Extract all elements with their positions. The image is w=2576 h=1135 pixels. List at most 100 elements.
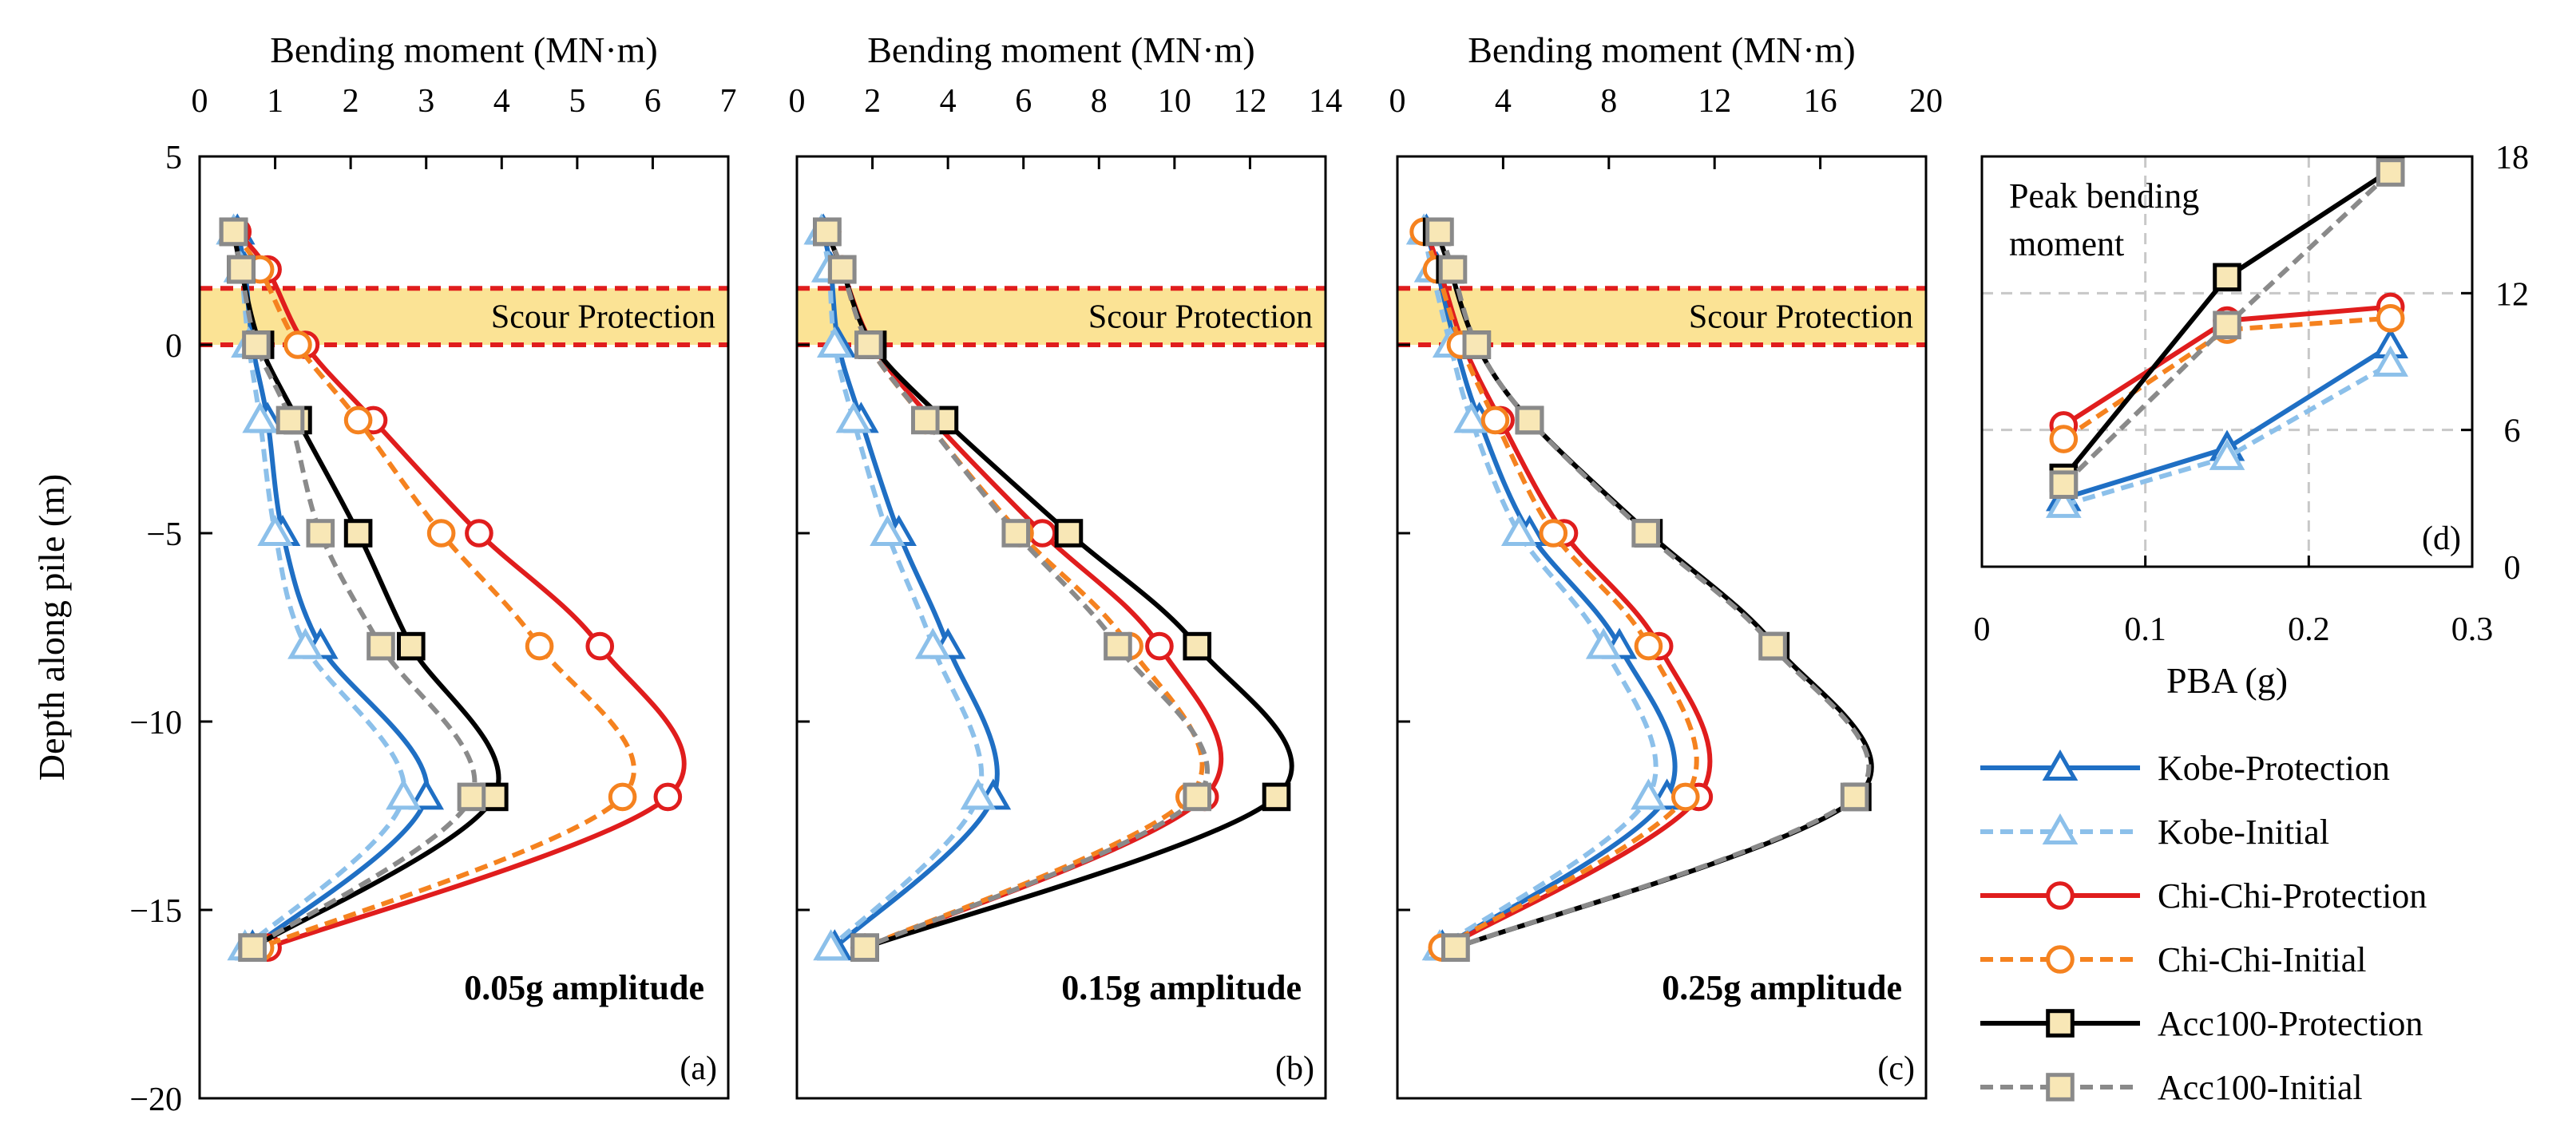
x-tick-label: 6 [1015, 83, 1032, 120]
scour-protection-label: Scour Protection [491, 299, 715, 336]
amplitude-label: 0.25g amplitude [1662, 968, 1902, 1007]
data-point [426, 519, 456, 548]
x-tick-label: 12 [1233, 83, 1266, 120]
y-tick-label: 0 [165, 328, 182, 365]
plot-frame [1396, 155, 1928, 1100]
legend-entry-acc100-protection: Acc100-Protection [1980, 1004, 2423, 1043]
legend-label: Kobe-Initial [2158, 813, 2329, 852]
legend-marker [2042, 813, 2079, 844]
legend-label: Kobe-Protection [2158, 749, 2390, 788]
data-point [525, 631, 554, 661]
x-axis-title: Bending moment (MN·m) [867, 30, 1255, 70]
data-point [227, 255, 256, 284]
data-point [910, 405, 940, 435]
data-point [1145, 631, 1174, 661]
data-point [2209, 438, 2245, 470]
data-point [960, 778, 997, 810]
legend-entry-kobe-initial: Kobe-Initial [1980, 813, 2329, 852]
data-point [275, 405, 305, 435]
series-line-chi-chi-initial [1421, 231, 1699, 950]
data-point [2049, 425, 2079, 453]
data-point [397, 631, 426, 661]
data-point [343, 405, 373, 435]
legend-marker [2042, 749, 2079, 781]
panel-label: (d) [2422, 520, 2461, 557]
x-tick-label: 14 [1309, 83, 1342, 120]
legend: Kobe-ProtectionKobe-InitialChi-Chi-Prote… [1980, 749, 2427, 1107]
data-point [242, 330, 271, 359]
data-point [2049, 470, 2079, 500]
x-tick-label: 0 [1389, 83, 1406, 120]
panel-title-line-2: moment [2009, 224, 2124, 263]
data-point [850, 933, 879, 963]
data-point [219, 217, 248, 247]
x-tick-label: 4 [493, 83, 510, 120]
data-point [2372, 345, 2408, 377]
series-line-acc100-initial [825, 231, 1210, 950]
legend-entry-acc100-initial: Acc100-Initial [1980, 1068, 2363, 1107]
x-tick-label: 6 [644, 83, 661, 120]
data-point [386, 778, 422, 810]
data-point [1104, 631, 1132, 661]
data-point [238, 933, 267, 963]
series-acc100-initial [219, 217, 486, 963]
data-point [2046, 486, 2082, 518]
data-point [813, 217, 842, 247]
data-point [1758, 631, 1787, 661]
data-point [367, 631, 395, 661]
legend-label: Acc100-Initial [2158, 1068, 2363, 1107]
legend-marker [2046, 945, 2075, 974]
legend-marker [2046, 1009, 2075, 1038]
panel-label: (c) [1877, 1050, 1915, 1087]
y-tick-label: 0 [2504, 550, 2521, 587]
legend-label: Chi-Chi-Protection [2158, 876, 2427, 916]
x-axis-title: Bending moment (MN·m) [1468, 30, 1856, 70]
legend-marker [2046, 881, 2075, 910]
series-acc100-initial [1425, 217, 1872, 963]
data-point [287, 627, 323, 659]
legend-entry-chi-chi-initial: Chi-Chi-Initial [1980, 940, 2367, 979]
data-point [408, 778, 445, 810]
x-tick-label: 0.1 [2124, 611, 2166, 648]
data-point [1183, 782, 1212, 812]
y-tick-label: −10 [129, 705, 182, 742]
data-point [1054, 519, 1084, 548]
y-tick-label: 5 [165, 140, 182, 176]
x-tick-label: 8 [1600, 83, 1617, 120]
data-point [1480, 405, 1510, 435]
data-point [2213, 310, 2241, 340]
series-line-chi-chi-protection [235, 230, 687, 951]
data-point [1500, 514, 1537, 546]
data-point [870, 514, 906, 546]
x-tick-label: 7 [720, 83, 737, 120]
x-tick-label: 12 [1698, 83, 1731, 120]
legend-label: Chi-Chi-Initial [2158, 940, 2367, 979]
data-point [1441, 933, 1470, 963]
data-point [1262, 782, 1291, 812]
legend-entry-chi-chi-protection: Chi-Chi-Protection [1980, 876, 2427, 916]
data-point [1585, 627, 1622, 659]
y-tick-label: 12 [2495, 276, 2529, 313]
data-point [914, 627, 951, 659]
data-point [2213, 263, 2241, 292]
panel-label: (a) [680, 1050, 717, 1087]
data-point [1631, 519, 1660, 548]
series-line-chi-chi-initial [825, 231, 1205, 950]
amplitude-label: 0.15g amplitude [1061, 968, 1302, 1007]
series-kobe-initial [2046, 345, 2408, 518]
data-point [585, 631, 615, 661]
data-point [608, 782, 637, 812]
x-tick-label: 2 [864, 83, 881, 120]
data-point [2376, 158, 2405, 187]
x-tick-label: 2 [343, 83, 359, 120]
amplitude-label: 0.05g amplitude [464, 968, 704, 1007]
data-point [835, 401, 872, 433]
data-point [242, 401, 278, 433]
data-point [465, 519, 493, 548]
data-point [1001, 519, 1031, 548]
legend-label: Acc100-Protection [2158, 1004, 2423, 1043]
panel-label: (b) [1275, 1050, 1314, 1087]
